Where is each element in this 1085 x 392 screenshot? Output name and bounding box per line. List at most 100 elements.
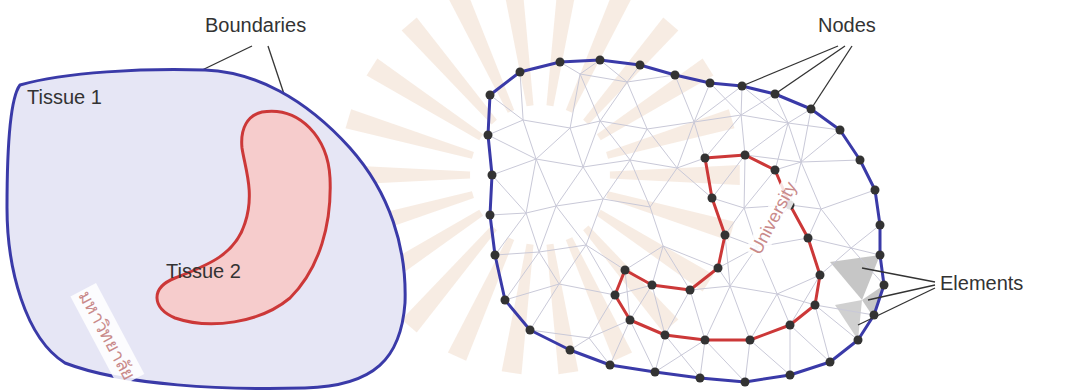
- watermark-ray: [367, 59, 484, 141]
- mesh-edge: [744, 155, 746, 208]
- mesh-edge: [600, 82, 627, 121]
- mesh-node-dot: [651, 368, 660, 377]
- mesh-edge: [690, 290, 705, 340]
- mesh-edge: [694, 115, 741, 122]
- mesh-edge: [801, 160, 860, 162]
- mesh-edge: [815, 305, 874, 315]
- mesh-edge: [570, 121, 600, 128]
- mesh-edge: [647, 129, 677, 168]
- mesh-node-dot: [626, 316, 635, 325]
- mesh-node-dot: [491, 251, 500, 260]
- mesh-edge: [775, 123, 788, 170]
- mesh-edge: [851, 248, 884, 285]
- mesh-node-dot: [484, 131, 493, 140]
- mesh-node-dot: [856, 156, 865, 165]
- watermark-text: University: [745, 177, 803, 260]
- watermark-ray: [402, 226, 497, 333]
- mesh-edge: [583, 121, 600, 167]
- mesh-node-dot: [706, 79, 715, 88]
- leader-line: [811, 46, 852, 109]
- mesh-edge: [705, 286, 730, 340]
- mesh-edge: [520, 72, 523, 120]
- watermark-ray: [546, 0, 578, 106]
- mesh-node-dot: [876, 251, 885, 260]
- mesh-edge: [539, 245, 586, 252]
- watermark-ray: [448, 237, 514, 361]
- mesh-edge: [586, 245, 625, 270]
- mesh-edge: [815, 305, 858, 340]
- mesh-edge: [652, 246, 663, 285]
- boundary-label: Boundaries: [205, 14, 306, 37]
- region-outline: [5, 68, 410, 390]
- mesh-edge: [790, 325, 830, 362]
- mesh-edge: [526, 213, 539, 252]
- mesh-edge: [741, 115, 788, 123]
- mesh-edge: [725, 208, 744, 235]
- mesh-edge: [675, 75, 694, 122]
- mesh-edge: [600, 121, 647, 129]
- mesh-edge: [750, 294, 777, 340]
- mesh-node-dot: [708, 194, 717, 203]
- mesh-node-dot: [566, 346, 575, 355]
- mesh-edge: [663, 246, 690, 290]
- mesh-node-dot: [488, 171, 497, 180]
- leader-line: [858, 288, 935, 325]
- mesh-edge: [820, 248, 851, 275]
- mesh-edge: [705, 340, 745, 382]
- mesh-node-dot: [741, 378, 750, 387]
- mesh-edge: [630, 160, 677, 168]
- boundary-outline: [7, 70, 405, 389]
- mesh-edge: [495, 252, 539, 255]
- mesh-edge: [627, 82, 647, 129]
- mesh-boundary: [488, 60, 884, 382]
- mesh-edge: [556, 199, 603, 206]
- mesh-node-dot: [621, 266, 630, 275]
- watermark-ray: [606, 109, 734, 159]
- mesh-edge: [705, 115, 741, 158]
- mesh-edge: [790, 205, 821, 209]
- mesh-edge: [788, 123, 801, 162]
- mesh-lines: [488, 60, 884, 382]
- leader-line: [198, 46, 252, 72]
- mesh-node-dot: [786, 371, 795, 380]
- mesh-edge: [750, 340, 790, 375]
- mesh-edge: [801, 109, 811, 162]
- mesh-edge: [665, 335, 700, 378]
- mesh-edge: [712, 198, 744, 208]
- mesh-edge: [790, 325, 791, 375]
- mesh-edge: [694, 122, 705, 158]
- mesh-edge: [559, 245, 586, 284]
- mesh-node-dot: [854, 336, 863, 345]
- mesh-edge: [539, 252, 559, 284]
- mesh-edge: [492, 175, 526, 213]
- mesh-edge: [580, 74, 600, 121]
- mesh-edge: [801, 130, 840, 162]
- mesh-edge: [505, 252, 539, 300]
- nodes-label: Nodes: [818, 14, 876, 37]
- mesh-edge: [536, 159, 583, 167]
- mesh-edge: [586, 245, 615, 295]
- mesh-edge: [526, 159, 536, 213]
- mesh-edge: [700, 340, 705, 378]
- mesh-edge: [730, 286, 777, 294]
- tissue-label: Tissue 2: [166, 260, 241, 283]
- mesh-edge: [663, 246, 718, 268]
- mesh-edge: [610, 320, 630, 365]
- region-outline: [150, 108, 335, 333]
- mesh-edge: [627, 75, 675, 82]
- mesh-edge: [570, 74, 580, 128]
- mesh-edge: [710, 83, 741, 115]
- mesh-edge: [821, 190, 875, 209]
- leader-line: [775, 46, 845, 94]
- mesh-edge: [777, 294, 815, 305]
- mesh-edge: [603, 199, 650, 207]
- mesh-edge: [490, 95, 523, 120]
- tissue-region: Tissue 1Tissue 2: [5, 68, 410, 390]
- mesh-node-dot: [871, 186, 880, 195]
- mesh-edge: [725, 235, 730, 286]
- mesh-node-dot: [556, 58, 565, 67]
- mesh-edge: [745, 340, 750, 382]
- mesh-node-dot: [880, 281, 889, 290]
- mesh-edge: [655, 335, 665, 372]
- mesh-edge: [536, 128, 570, 159]
